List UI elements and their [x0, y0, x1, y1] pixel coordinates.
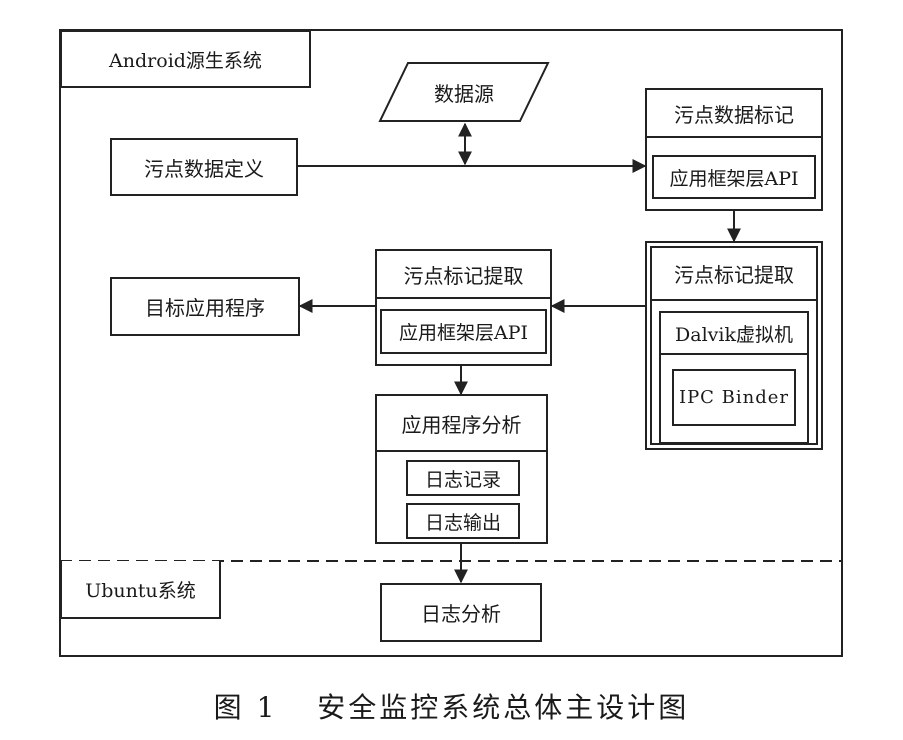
- log-analysis-label: 日志分析: [421, 602, 501, 626]
- taint-extract-right-box: 污点标记提取 Dalvik虚拟机 IPC Binder: [645, 241, 823, 450]
- log-output-label: 日志输出: [424, 511, 501, 534]
- taint-definition-label: 污点数据定义: [144, 156, 264, 181]
- figure-caption: 图 1 安全监控系统总体主设计图: [0, 686, 903, 726]
- dalvik-vm-label: Dalvik虚拟机: [675, 323, 793, 346]
- android-region-label: Android源生系统: [60, 30, 311, 88]
- dalvik-vm-divider: [661, 353, 807, 355]
- log-analysis-box: 日志分析: [380, 583, 542, 642]
- app-analysis-divider: [377, 450, 546, 452]
- taint-extract-mid-api-box: 应用框架层API: [380, 309, 547, 354]
- figure-title: 安全监控系统总体主设计图: [317, 691, 690, 724]
- figure-number: 图 1: [213, 691, 278, 724]
- taint-extract-mid-divider: [377, 297, 550, 299]
- log-record-box: 日志记录: [406, 460, 520, 496]
- taint-marking-api-label: 应用框架层API: [669, 167, 799, 190]
- ubuntu-region-label: Ubuntu系统: [60, 561, 221, 619]
- taint-marking-box: 污点数据标记 应用框架层API: [645, 88, 823, 211]
- taint-extract-right-divider: [650, 299, 818, 301]
- taint-marking-api-box: 应用框架层API: [652, 155, 816, 199]
- data-source-label: 数据源: [434, 81, 494, 106]
- taint-extract-mid-title: 污点标记提取: [403, 263, 524, 288]
- android-region-text: Android源生系统: [109, 49, 262, 72]
- ipc-binder-box: IPC Binder: [672, 369, 796, 426]
- target-app-box: 目标应用程序: [110, 277, 300, 336]
- app-analysis-title: 应用程序分析: [401, 412, 522, 437]
- log-output-box: 日志输出: [406, 503, 520, 539]
- taint-extract-right-title: 污点标记提取: [674, 262, 794, 287]
- taint-extract-mid-box: 污点标记提取 应用框架层API: [375, 249, 552, 366]
- target-app-label: 目标应用程序: [145, 296, 265, 320]
- app-analysis-box: 应用程序分析 日志记录 日志输出: [375, 394, 548, 544]
- ubuntu-region-text: Ubuntu系统: [85, 579, 196, 602]
- taint-extract-mid-api-label: 应用框架层API: [398, 322, 528, 344]
- ipc-binder-label: IPC Binder: [678, 387, 790, 408]
- taint-definition-box: 污点数据定义: [110, 138, 298, 196]
- log-record-label: 日志记录: [424, 468, 501, 491]
- data-source-shape: [378, 62, 550, 122]
- taint-marking-title: 污点数据标记: [674, 102, 794, 127]
- dalvik-vm-box: Dalvik虚拟机 IPC Binder: [659, 311, 809, 444]
- outer-frame: [59, 29, 843, 657]
- taint-marking-divider: [647, 136, 821, 138]
